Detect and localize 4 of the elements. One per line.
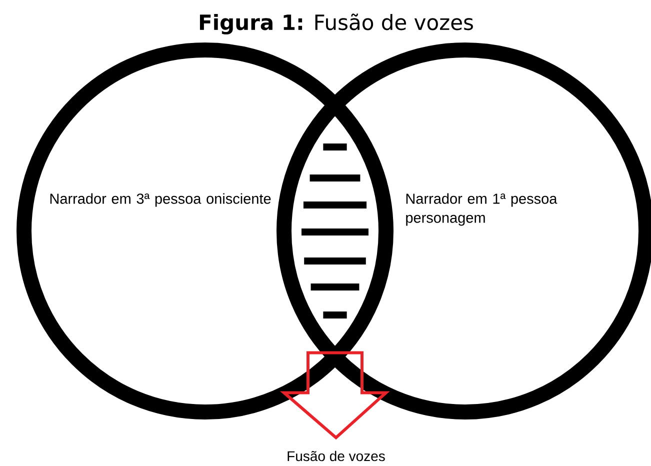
block-arrow bbox=[280, 351, 390, 440]
label-text: Fusão de vozes bbox=[288, 450, 385, 462]
figure-title: Figura 1: Fusão de vozes bbox=[200, 14, 473, 34]
striped-lens bbox=[302, 144, 368, 318]
